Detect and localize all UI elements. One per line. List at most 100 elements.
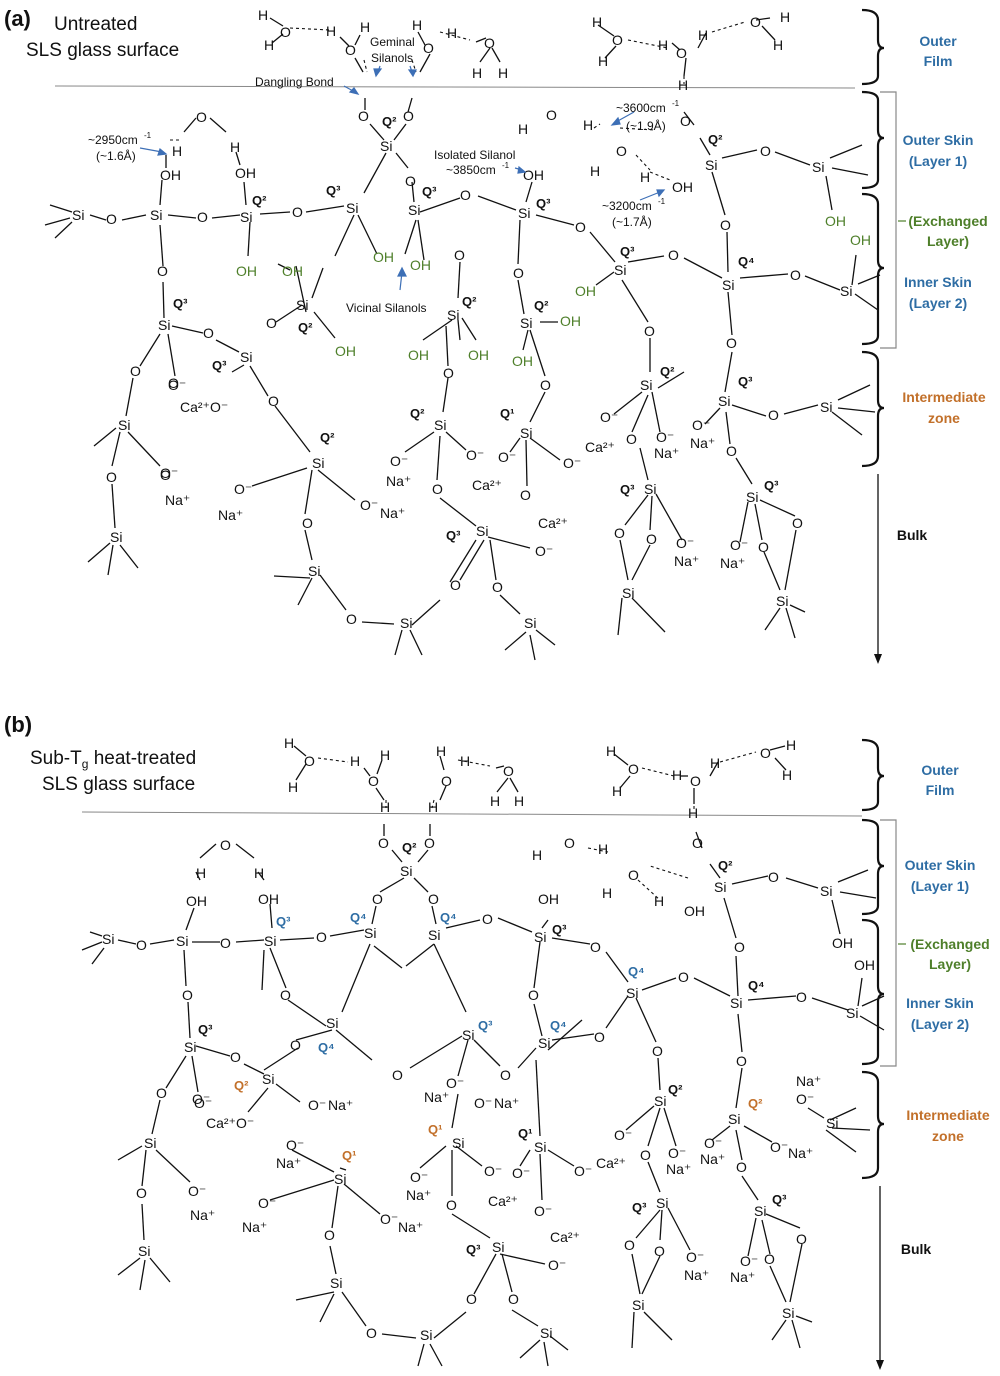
svg-text:Na⁺: Na⁺ xyxy=(684,1267,709,1283)
svg-text:O: O xyxy=(790,267,801,283)
svg-text:O: O xyxy=(424,835,435,851)
svg-text:Q⁴: Q⁴ xyxy=(738,254,755,269)
svg-text:O: O xyxy=(482,911,493,927)
svg-text:H: H xyxy=(672,767,682,783)
svg-text:OH: OH xyxy=(160,167,181,183)
svg-text:OH: OH xyxy=(538,891,559,907)
svg-text:Q²: Q² xyxy=(320,430,335,445)
svg-text:O⁻: O⁻ xyxy=(740,1253,758,1269)
svg-text:OH: OH xyxy=(854,957,875,973)
svg-text:O: O xyxy=(168,375,179,391)
svg-text:O: O xyxy=(316,929,327,945)
svg-text:O: O xyxy=(768,407,779,423)
svg-text:O: O xyxy=(764,1251,775,1267)
panel-a-surface-line xyxy=(54,85,856,89)
panel-a-pointer-arrows xyxy=(139,65,666,291)
svg-text:Si: Si xyxy=(380,138,392,154)
svg-text:Q³: Q³ xyxy=(212,358,227,373)
zone-b-intermediate-1: Intermediate xyxy=(906,1107,989,1123)
svg-text:H: H xyxy=(532,847,542,863)
svg-text:Si: Si xyxy=(262,1071,274,1087)
svg-text:Q³: Q³ xyxy=(620,244,635,259)
svg-text:Ca²⁺O⁻: Ca²⁺O⁻ xyxy=(206,1115,254,1131)
svg-text:Q²: Q² xyxy=(718,858,733,873)
svg-text:Si: Si xyxy=(640,377,652,393)
zone-b-outer-film-1: Outer xyxy=(921,762,959,778)
svg-text:O⁻: O⁻ xyxy=(512,1165,530,1181)
svg-text:Na⁺: Na⁺ xyxy=(796,1073,821,1089)
svg-text:Si: Si xyxy=(400,863,412,879)
svg-text:H: H xyxy=(380,747,390,763)
svg-text:Q⁴: Q⁴ xyxy=(628,964,645,979)
svg-text:H: H xyxy=(254,865,264,881)
svg-text:Si: Si xyxy=(138,1243,150,1259)
svg-text:Ca²⁺: Ca²⁺ xyxy=(472,477,502,493)
svg-text:H: H xyxy=(360,19,370,35)
svg-text:Na⁺: Na⁺ xyxy=(380,505,405,521)
svg-text:O: O xyxy=(720,217,731,233)
svg-text:Si: Si xyxy=(400,615,412,631)
svg-text:H: H xyxy=(490,793,500,809)
svg-text:Si: Si xyxy=(782,1305,794,1321)
svg-text:O⁻: O⁻ xyxy=(535,543,553,559)
svg-text:O⁻: O⁻ xyxy=(194,1095,212,1111)
svg-text:Q³: Q³ xyxy=(552,922,567,937)
svg-text:Na⁺: Na⁺ xyxy=(398,1219,423,1235)
svg-text:O: O xyxy=(182,987,193,1003)
svg-text:Si: Si xyxy=(447,307,459,323)
svg-text:O: O xyxy=(616,143,627,159)
svg-text:O: O xyxy=(368,773,379,789)
svg-text:Si: Si xyxy=(840,283,852,299)
zone-b-exchanged-2: Layer) xyxy=(929,956,971,972)
zone-a-outer-film-1: Outer xyxy=(919,33,957,49)
svg-text:H: H xyxy=(782,767,792,783)
panel-b: (b) Sub-Tg heat-treated SLS glass surfac… xyxy=(4,712,885,1367)
zone-b-bulk: Bulk xyxy=(901,1241,932,1257)
svg-text:Na⁺: Na⁺ xyxy=(165,492,190,508)
svg-text:O: O xyxy=(726,335,737,351)
svg-text:H: H xyxy=(172,143,182,159)
zone-a-inner-skin-2: (Layer 2) xyxy=(909,295,967,311)
svg-text:Q³: Q³ xyxy=(632,1200,647,1215)
svg-text:O: O xyxy=(734,939,745,955)
svg-text:O: O xyxy=(346,611,357,627)
svg-text:O: O xyxy=(358,108,369,124)
svg-text:Si: Si xyxy=(452,1135,464,1151)
svg-text:Q³: Q³ xyxy=(326,183,341,198)
svg-text:O: O xyxy=(230,1049,241,1065)
svg-text:O⁻: O⁻ xyxy=(770,1139,788,1155)
svg-text:Q²: Q² xyxy=(252,193,267,208)
svg-text:O⁻: O⁻ xyxy=(656,429,674,445)
svg-text:Si: Si xyxy=(176,933,188,949)
svg-text:O: O xyxy=(628,867,639,883)
svg-text:Q²: Q² xyxy=(534,298,549,313)
svg-text:H: H xyxy=(460,753,470,769)
svg-text:OH: OH xyxy=(560,313,581,329)
svg-text:O: O xyxy=(760,143,771,159)
annotation-geminal-2: Silanols xyxy=(371,51,413,65)
svg-text:OH: OH xyxy=(258,891,279,907)
svg-text:Q⁴: Q⁴ xyxy=(748,978,765,993)
svg-text:H: H xyxy=(230,139,240,155)
svg-text:Q²: Q² xyxy=(748,1096,763,1111)
svg-text:O: O xyxy=(423,40,434,56)
svg-text:OH: OH xyxy=(410,257,431,273)
svg-text:Q²: Q² xyxy=(382,114,397,129)
panel-b-title-line1: Sub-Tg heat-treated xyxy=(30,748,196,771)
sup-3850: -1 xyxy=(502,161,510,170)
svg-text:O: O xyxy=(106,211,117,227)
svg-text:O: O xyxy=(614,525,625,541)
svg-text:Si: Si xyxy=(776,593,788,609)
svg-text:H: H xyxy=(592,14,602,30)
zone-b-outer-skin-2: (Layer 1) xyxy=(911,878,969,894)
annotation-isolated-2: ~3850cm xyxy=(446,163,496,177)
svg-text:O: O xyxy=(540,377,551,393)
svg-text:Si: Si xyxy=(184,1039,196,1055)
svg-text:H: H xyxy=(786,737,796,753)
svg-text:O: O xyxy=(136,1185,147,1201)
svg-text:O: O xyxy=(196,109,207,125)
svg-text:O: O xyxy=(690,773,701,789)
svg-text:Si: Si xyxy=(150,207,162,223)
svg-text:Ca²⁺: Ca²⁺ xyxy=(596,1155,626,1171)
